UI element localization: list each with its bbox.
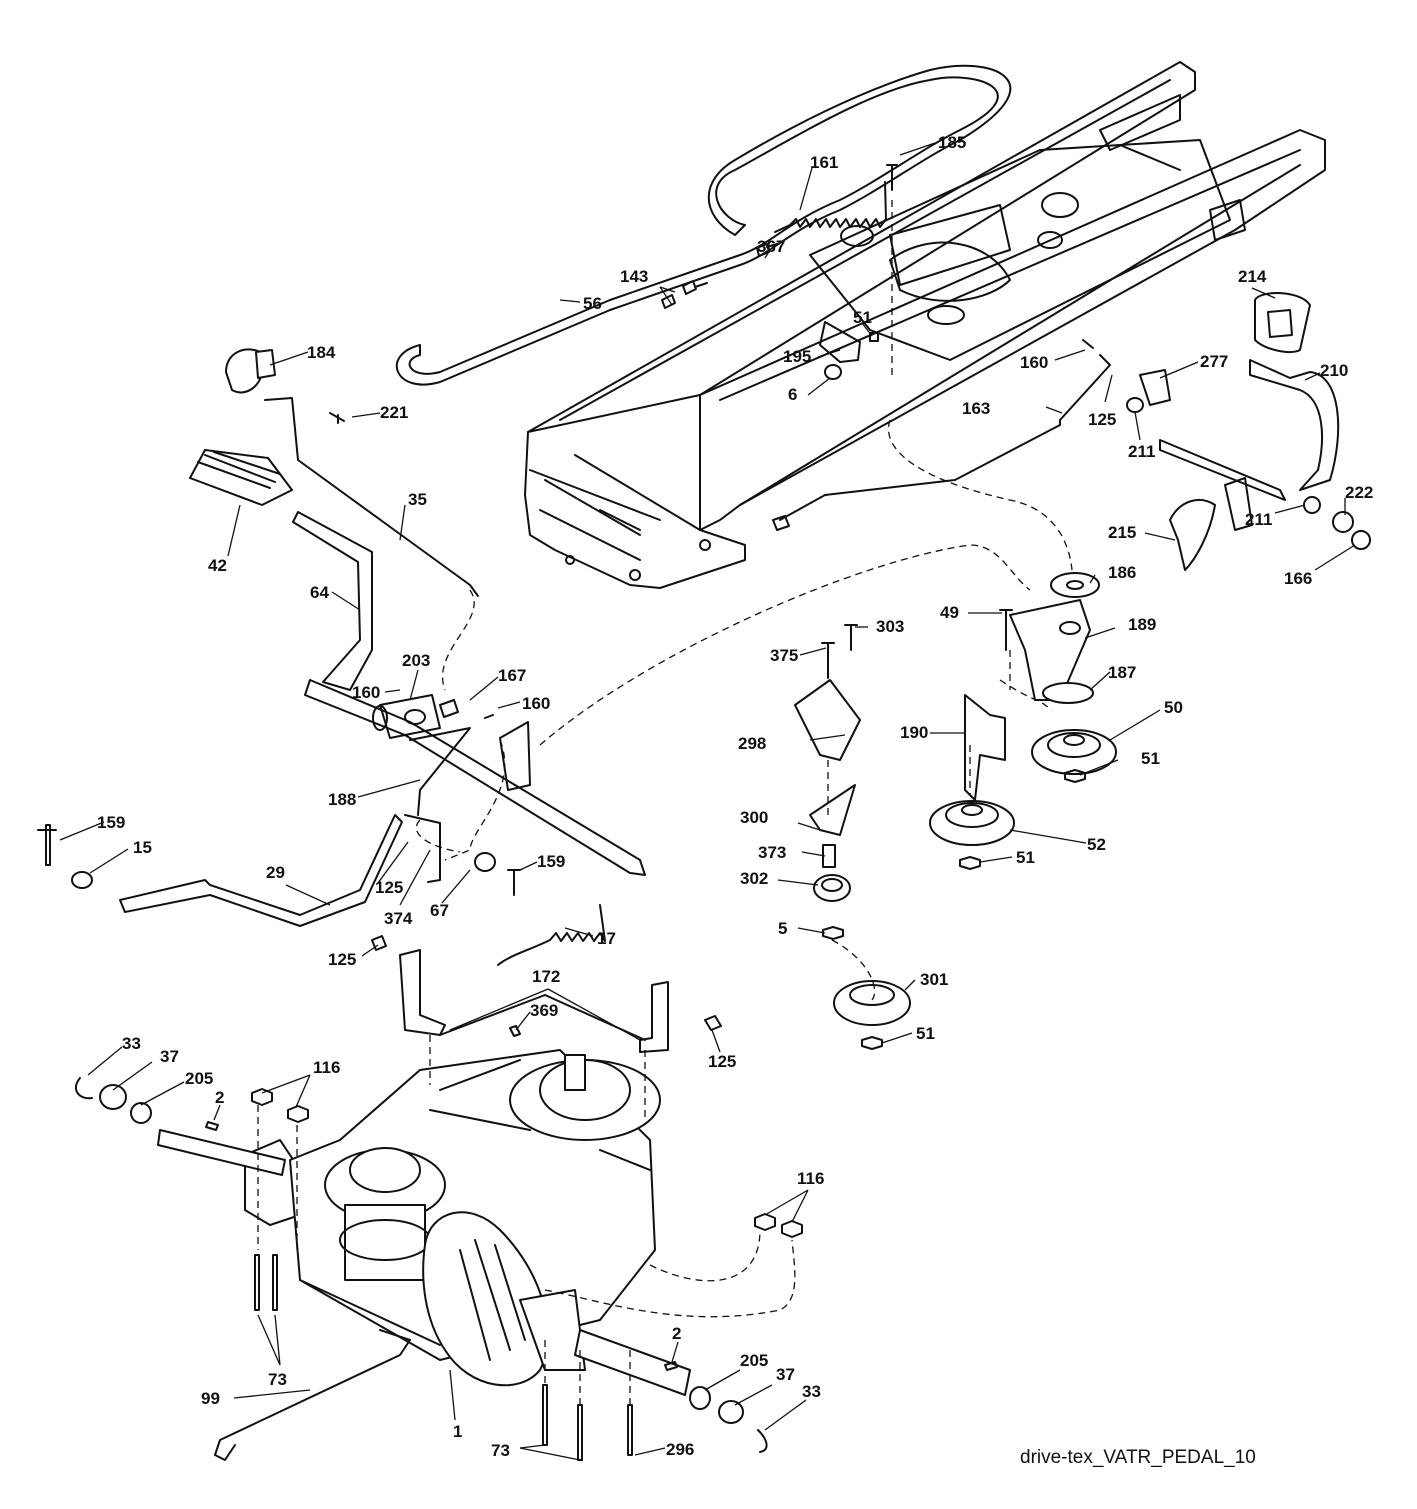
- callout-51-mid: 51: [1016, 848, 1035, 867]
- callout-73-left: 73: [268, 1370, 287, 1389]
- callout-159-left: 159: [97, 813, 125, 832]
- part-callouts: 185 161 367 143 56 51 195 6 184 221 35 4…: [97, 133, 1373, 1468]
- callout-29: 29: [266, 863, 285, 882]
- callout-369: 369: [530, 1001, 558, 1020]
- callout-188: 188: [328, 790, 356, 809]
- callout-99: 99: [201, 1389, 220, 1408]
- callout-211-lower: 211: [1245, 510, 1272, 529]
- callout-17: 17: [597, 929, 616, 948]
- lower-linkage: [37, 814, 606, 966]
- callout-296: 296: [666, 1440, 694, 1459]
- callout-67: 67: [430, 901, 449, 920]
- callout-159-mid: 159: [537, 852, 565, 871]
- callout-277: 277: [1200, 352, 1228, 371]
- callout-33-left: 33: [122, 1034, 141, 1053]
- callout-2-right: 2: [672, 1324, 681, 1343]
- callout-185: 185: [938, 133, 966, 152]
- lower-fasteners: [74, 935, 803, 1461]
- callout-205-right: 205: [740, 1351, 768, 1370]
- callout-116-right: 116: [797, 1169, 824, 1188]
- idler-pulleys: [929, 572, 1117, 870]
- callout-1: 1: [453, 1422, 462, 1441]
- callout-33-right: 33: [802, 1382, 821, 1401]
- callout-302: 302: [740, 869, 768, 888]
- callout-116-left: 116: [313, 1058, 340, 1077]
- callout-189: 189: [1128, 615, 1156, 634]
- callout-2-left: 2: [215, 1088, 224, 1107]
- callout-214: 214: [1238, 267, 1267, 286]
- callout-49: 49: [940, 603, 959, 622]
- callout-375: 375: [770, 646, 798, 665]
- callout-210: 210: [1320, 361, 1348, 380]
- center-idler-bracket: [794, 624, 911, 1050]
- callout-161: 161: [810, 153, 838, 172]
- callout-160-right: 160: [1020, 353, 1048, 372]
- dashed-routing: [257, 200, 1073, 1405]
- callout-222: 222: [1345, 483, 1373, 502]
- callout-125-right: 125: [708, 1052, 736, 1071]
- callout-187: 187: [1108, 663, 1136, 682]
- callout-50: 50: [1164, 698, 1183, 717]
- callout-160-mid: 160: [522, 694, 550, 713]
- callout-166: 166: [1284, 569, 1312, 588]
- callout-195: 195: [783, 347, 811, 366]
- callout-35: 35: [408, 490, 427, 509]
- callout-211-upper: 211: [1128, 442, 1155, 461]
- callout-374: 374: [384, 909, 413, 928]
- diagram-caption: drive-tex_VATR_PEDAL_10: [1020, 1447, 1256, 1468]
- chassis-frame: [524, 61, 1326, 589]
- callout-6: 6: [788, 385, 797, 404]
- pedal-assembly: [189, 348, 646, 876]
- callout-56: 56: [583, 294, 602, 313]
- callout-37-left: 37: [160, 1047, 179, 1066]
- callout-42: 42: [208, 556, 227, 575]
- callout-203: 203: [402, 651, 430, 670]
- callout-64: 64: [310, 583, 329, 602]
- callout-125-mid: 125: [328, 950, 356, 969]
- callout-373: 373: [758, 843, 786, 862]
- callout-125-left: 125: [375, 878, 403, 897]
- callout-125-frame: 125: [1088, 410, 1116, 429]
- callout-205-left: 205: [185, 1069, 213, 1088]
- callout-51-right: 51: [1141, 749, 1160, 768]
- callout-52: 52: [1087, 835, 1106, 854]
- callout-167: 167: [498, 666, 526, 685]
- callout-300: 300: [740, 808, 768, 827]
- callout-51-lower: 51: [916, 1024, 935, 1043]
- callout-143: 143: [620, 267, 648, 286]
- callout-5: 5: [778, 919, 787, 938]
- right-lever: [772, 292, 1371, 571]
- callout-221: 221: [380, 403, 408, 422]
- callout-15: 15: [133, 838, 152, 857]
- leader-lines: [59, 142, 1356, 1461]
- callout-163: 163: [962, 399, 990, 418]
- callout-51-upper: 51: [853, 308, 872, 327]
- callout-301: 301: [920, 970, 948, 989]
- callout-73-bottom: 73: [491, 1441, 510, 1460]
- callout-37-right: 37: [776, 1365, 795, 1384]
- transmission: [157, 949, 691, 1461]
- callout-190: 190: [900, 723, 928, 742]
- callout-160-left: 160: [352, 683, 380, 702]
- callout-367: 367: [757, 237, 785, 256]
- callout-303: 303: [876, 617, 904, 636]
- callout-186: 186: [1108, 563, 1136, 582]
- callout-298: 298: [738, 734, 766, 753]
- callout-184: 184: [307, 343, 336, 362]
- callout-215: 215: [1108, 523, 1136, 542]
- callout-172: 172: [532, 967, 560, 986]
- drive-belt: [395, 64, 1012, 386]
